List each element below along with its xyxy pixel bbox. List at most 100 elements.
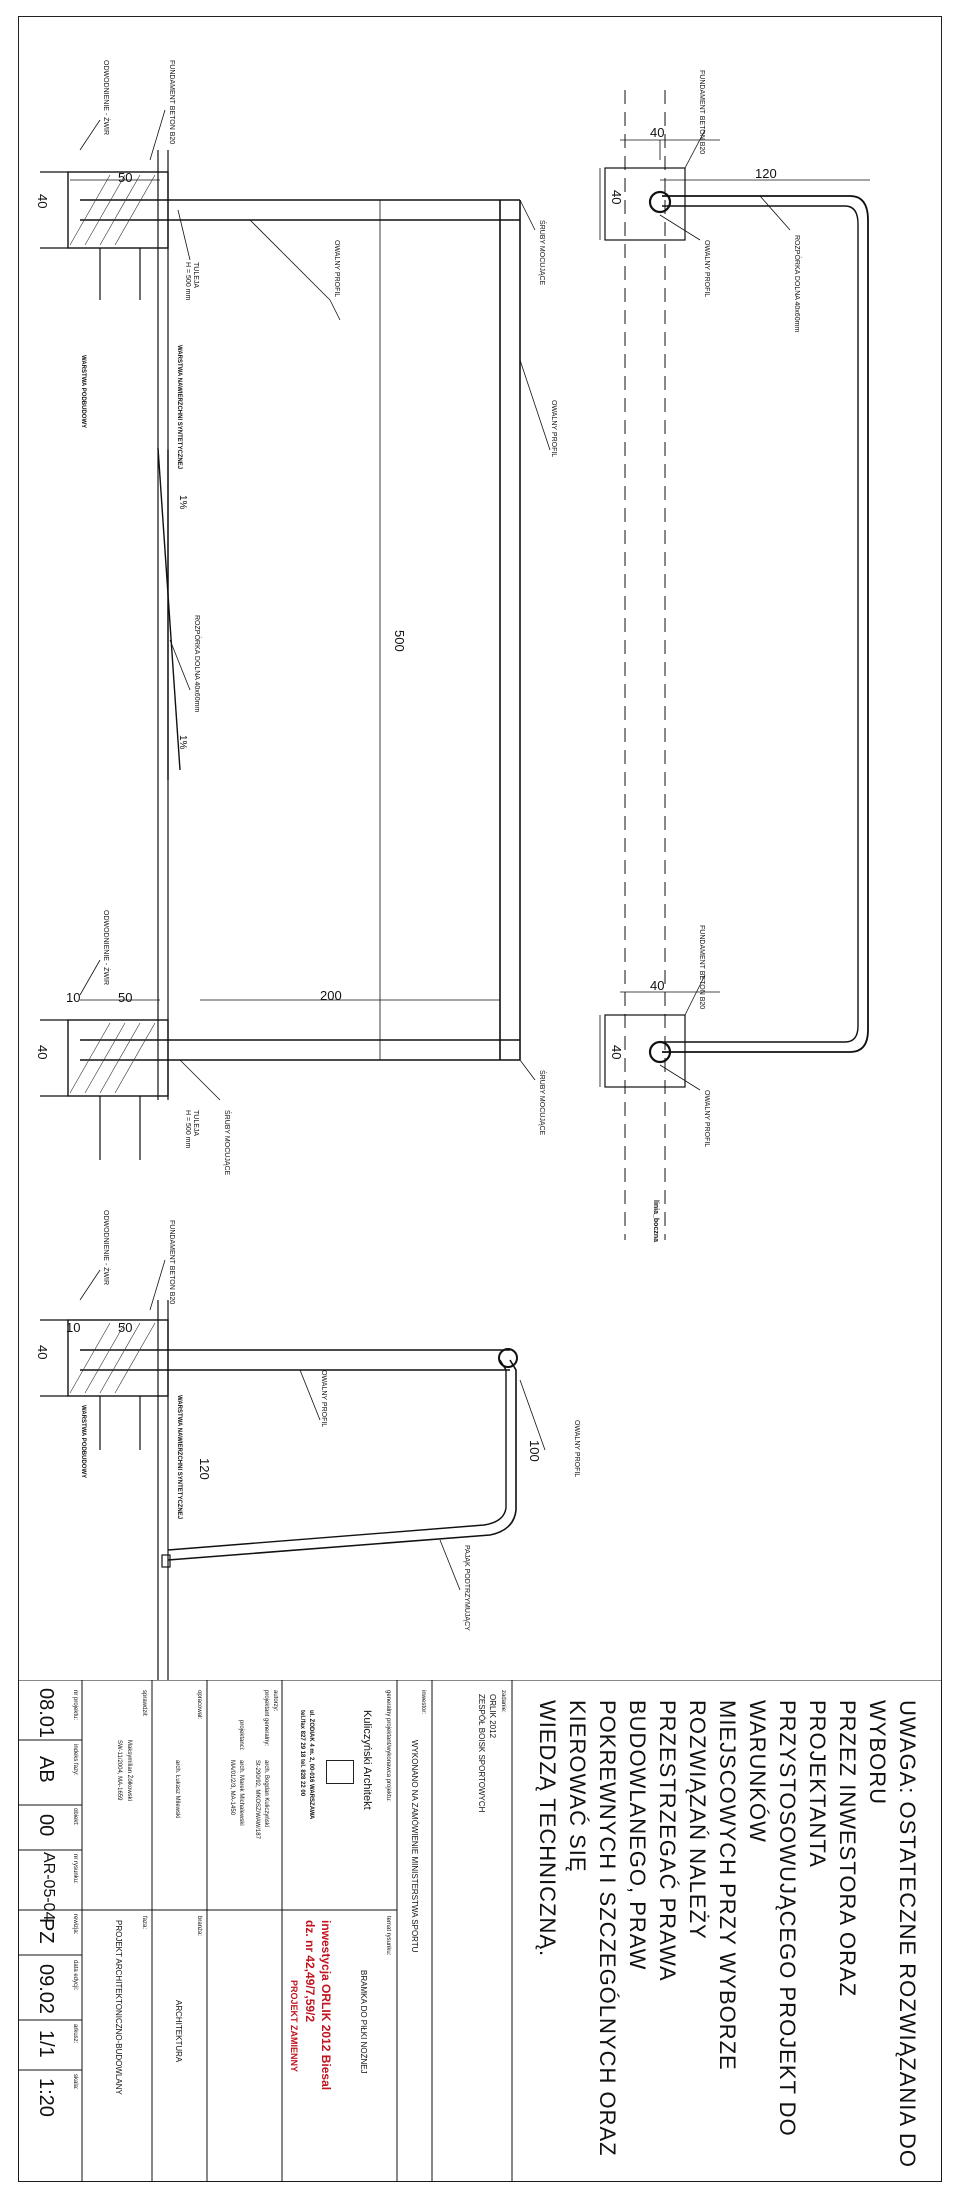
- label-odwodnienie-1: ODWODNIENIE - ŻWIR: [102, 60, 111, 135]
- label-owalny-4: OWALNY PROFIL: [573, 1420, 580, 1477]
- label-tuleja-h-2: H = 500 mm: [184, 1110, 191, 1148]
- label-owalny-6: OWALNY PROFIL: [703, 1090, 710, 1147]
- nr-rys: AR-05-04: [40, 1852, 57, 1921]
- dim-50-b: 50: [118, 990, 132, 1005]
- label-rozporka-1: ROZPÓRKA DOLNA 40x60mm: [793, 235, 802, 332]
- address: ul. ZODIAK 4 m. 2, 00-016 WARSZAWA: [308, 1710, 314, 1820]
- label-odwodnienie-3: ODWODNIENIE - ŻWIR: [102, 1210, 111, 1285]
- title-block: UWAGA: OSTATECZNE ROZWIĄZANIA DO WYBORU …: [18, 1680, 942, 2182]
- faza-value: PROJEKT ARCHITEKTONICZNO-BUDOWLANY: [114, 1920, 123, 2095]
- dim-50-c: 50: [118, 1320, 132, 1335]
- branza-value: ARCHITEKTURA: [174, 2000, 183, 2063]
- label-rozporka-2: ROZPÓRKA DOLNA 40x60mm: [193, 615, 202, 712]
- logo-icon: [326, 1760, 354, 1784]
- rewizja-label: rewizja:: [72, 1914, 78, 1935]
- dim-100: 100: [527, 1440, 542, 1462]
- dim-40-g: 40: [35, 1345, 50, 1359]
- inwestor-label: inwestor:: [420, 1690, 426, 1715]
- slope-2: 1%: [177, 735, 188, 750]
- label-nawierzchnia-2: WARSTWA NAWIERZCHNI SYNTETYCZNEJ: [176, 1395, 182, 1519]
- projektant-id: St-290/92, MKOSZ/WAW/187: [254, 1760, 260, 1839]
- branza-label: branża:: [196, 1916, 202, 1937]
- label-owalny-5: OWALNY PROFIL: [703, 240, 710, 297]
- dim-120-side: 120: [197, 1458, 212, 1480]
- title-block-grid: [18, 1680, 942, 2182]
- obiekt-label: obiekt:: [72, 1808, 78, 1826]
- label-sruby-2: ŚRUBY MOCUJĄCE: [538, 1070, 547, 1136]
- label-sruby-3: ŚRUBY MOCUJĄCE: [223, 1110, 232, 1176]
- label-fundament-1: FUNDAMENT BETON B20: [168, 60, 175, 144]
- dim-10-b: 10: [66, 1320, 80, 1335]
- label-fundament-2: FUNDAMENT BETON B20: [168, 1220, 175, 1304]
- label-tuleja-h-1: H = 500 mm: [184, 262, 191, 300]
- status: PROJEKT ZAMIENNY: [289, 1980, 299, 2073]
- dim-40-e: 40: [35, 194, 50, 208]
- data: 09.02: [35, 1964, 57, 2015]
- generalny-label: generalny projektant/wykonawca projektu:: [385, 1690, 391, 1802]
- general-note: UWAGA: OSTATECZNE ROZWIĄZANIA DO WYBORU …: [535, 1700, 920, 2168]
- indeks-label: indeks fazy:: [72, 1744, 78, 1776]
- label-fundament-3: FUNDAMENT BETON B20: [698, 70, 705, 154]
- skala: 1:20: [35, 2078, 57, 2117]
- label-fundament-4: FUNDAMENT BETON B20: [698, 925, 705, 1009]
- dim-40-c: 40: [650, 125, 664, 140]
- projektant-label: projektant generalny:: [263, 1690, 269, 1747]
- label-tuleja-2: TULEJA: [192, 1110, 199, 1136]
- opracowal-label: opracował:: [196, 1690, 202, 1720]
- temat-label: temat rysunku:: [385, 1916, 391, 1956]
- nr-projektu-label: nr projektu:: [72, 1690, 78, 1721]
- indeks: AB: [35, 1756, 57, 1783]
- label-linia: linia_boczna: [652, 1200, 659, 1242]
- sprawdzil-label: sprawdził:: [141, 1690, 147, 1717]
- dim-120-top: 120: [755, 166, 777, 181]
- label-podbudowa-2: WARSTWA PODBUDOWY: [80, 1405, 86, 1478]
- inv-line2: dz. nr 42,49/7,59/2: [303, 1920, 317, 2023]
- projektanci-value: arch. Marek Michalewski: [238, 1760, 244, 1826]
- label-podbudowa-1: WARSTWA PODBUDOWY: [80, 355, 86, 428]
- faza-label: faza:: [141, 1916, 147, 1930]
- dim-40-d: 40: [650, 978, 664, 993]
- sprawdzil-id: SW-11/2004, MA-1659: [116, 1740, 122, 1801]
- zadanie-line2: ZESPÓŁ BOISK SPORTOWYCH: [477, 1694, 486, 1813]
- dim-50-a: 50: [118, 170, 132, 185]
- inwestor-value: WYKONANO NA ZAMÓWIENIE MINISTERSTWA SPOR…: [410, 1740, 419, 1953]
- label-owalny-2: OWALNY PROFIL: [550, 400, 557, 457]
- zadanie-line1: ORLIK 2012: [488, 1694, 497, 1739]
- projektanci-label: projektanci:: [238, 1720, 244, 1751]
- dim-40-f: 40: [35, 1045, 50, 1059]
- dim-200: 200: [320, 988, 342, 1003]
- sprawdzil-value: Maksymilian Żółkowski: [126, 1740, 132, 1802]
- skala-label: skala:: [72, 2074, 78, 2090]
- inv-line1: inwestycja ORLIK 2012 Biesal: [319, 1920, 333, 2091]
- title-block-rotated: UWAGA: OSTATECZNE ROZWIĄZANIA DO WYBORU …: [18, 1680, 942, 2182]
- label-nawierzchnia-1: WARSTWA NAWIERZCHNI SYNTETYCZNEJ: [176, 345, 182, 469]
- phone: tel./fax 827 29 18 tel. 828 22 00: [299, 1710, 305, 1797]
- label-owalny-1: OWALNY PROFIL: [333, 240, 340, 297]
- dim-40-b: 40: [609, 1045, 624, 1059]
- projektanci-id: MA/01/2/3, MA-1450: [229, 1760, 235, 1816]
- arkusz-label: arkusz:: [72, 2024, 78, 2044]
- firm-name: Kuliczyński Architekt: [361, 1710, 373, 1810]
- nr-projektu: 08.01: [35, 1688, 57, 1739]
- autorzy-label: autorzy:: [272, 1690, 278, 1712]
- dim-10-a: 10: [66, 990, 80, 1005]
- label-owalny-3: OWALNY PROFIL: [320, 1370, 327, 1427]
- arkusz: 1/1: [35, 2030, 57, 2058]
- temat-value: BRAMKA DO PIŁKI NOŻNEJ: [359, 1970, 368, 2074]
- dim-500: 500: [392, 630, 407, 652]
- label-sruby-1: ŚRUBY MOCUJĄCE: [538, 220, 547, 286]
- label-odwodnienie-2: ODWODNIENIE - ŻWIR: [102, 910, 111, 985]
- projektant-value: arch. Bogdan Kuliczyński: [263, 1760, 269, 1828]
- obiekt: 00: [35, 1814, 57, 1837]
- dim-40-a: 40: [609, 190, 624, 204]
- label-tuleja-1: TULEJA: [192, 262, 199, 288]
- label-pajak: PAJĄK PODTRZYMUJĄCY: [463, 1545, 470, 1631]
- zadanie-label: zadanie:: [500, 1690, 506, 1713]
- opracowal-value: arch. Łukasz Milewski: [174, 1760, 180, 1819]
- data-label: data edycji:: [72, 1960, 78, 1991]
- slope-1: 1%: [177, 495, 188, 510]
- nr-rys-label: nr rysunku:: [72, 1854, 78, 1884]
- rewizja: PZ: [35, 1918, 57, 1944]
